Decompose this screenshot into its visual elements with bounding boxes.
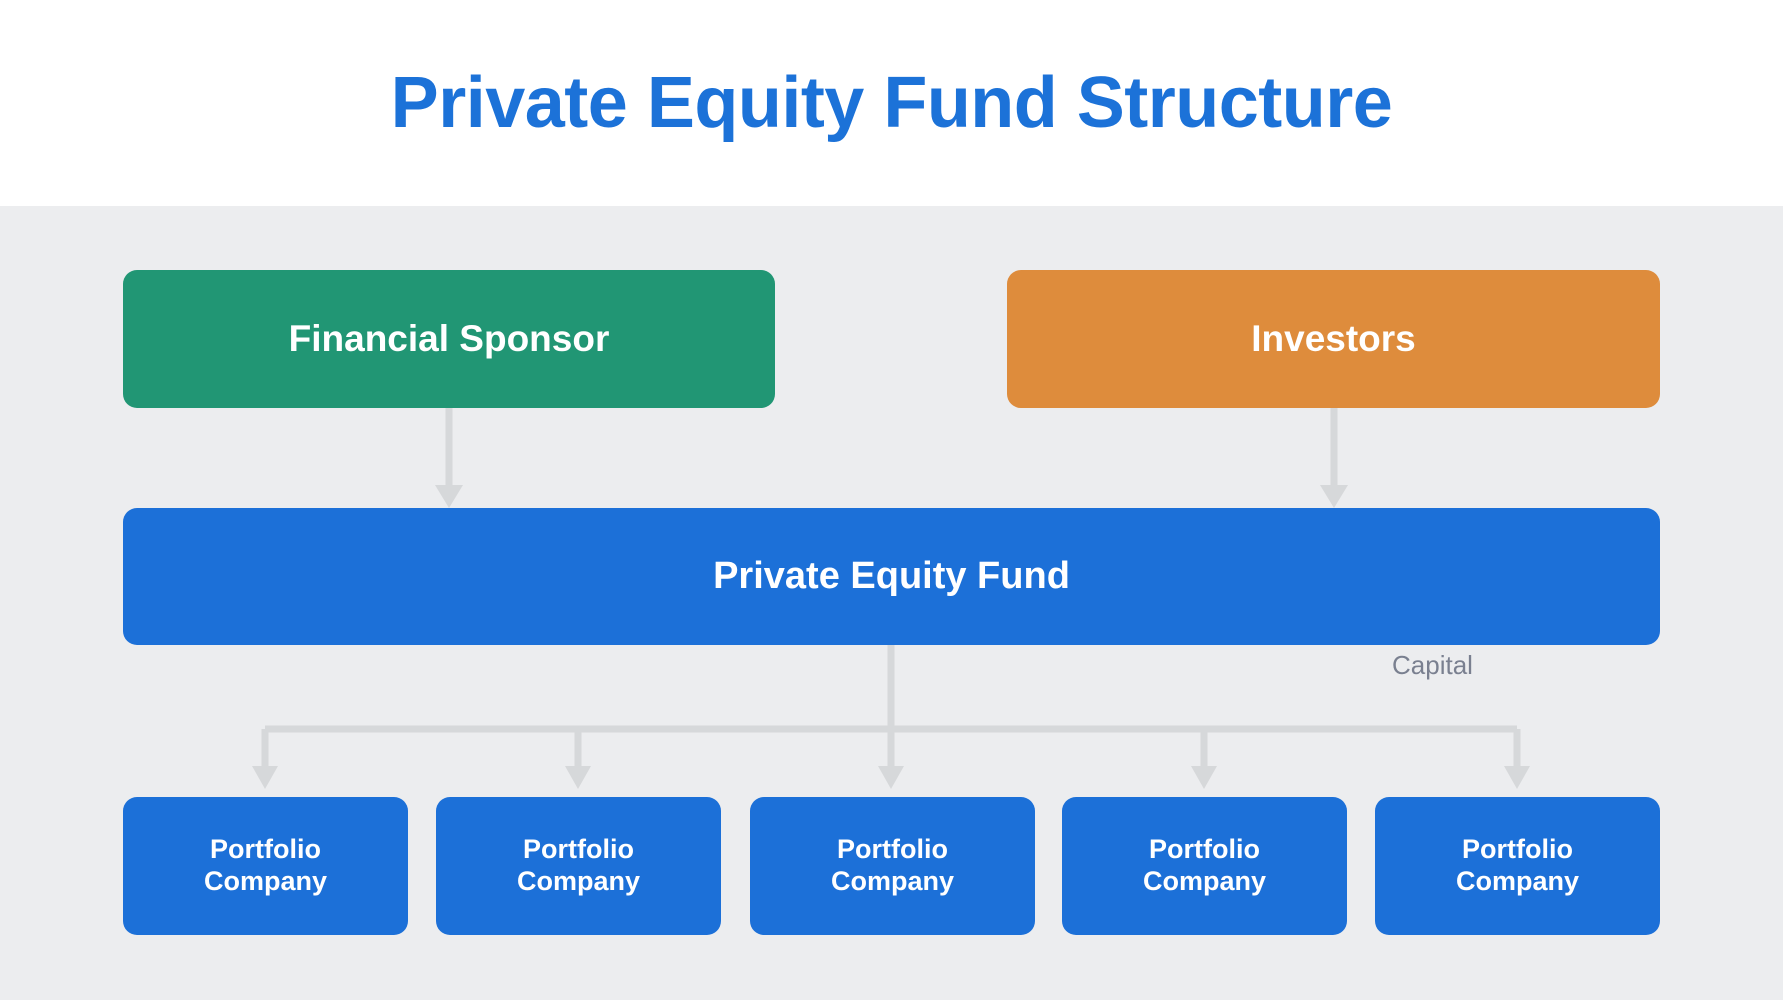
node-portfolio-company-line2: Company xyxy=(1455,866,1580,896)
edge-bus-to-portfolio-3 xyxy=(1191,729,1217,789)
node-portfolio-company-line2: Company xyxy=(830,866,955,896)
node-portfolio-company[interactable]: Portfolio Company xyxy=(436,797,721,935)
node-portfolio-company-line1: Portfolio xyxy=(837,834,948,865)
node-private-equity-fund[interactable]: Private Equity Fund xyxy=(123,508,1660,645)
page-title: Private Equity Fund Structure xyxy=(390,63,1393,143)
node-portfolio-company-line2: Company xyxy=(516,866,641,896)
edge-bus-to-portfolio-0 xyxy=(252,729,278,789)
edge-bus-to-portfolio-2 xyxy=(878,729,904,789)
node-portfolio-company[interactable]: Portfolio Company xyxy=(1062,797,1347,935)
node-financial-sponsor-label: Financial Sponsor xyxy=(288,318,610,360)
node-portfolio-company-line1: Portfolio xyxy=(523,834,634,865)
node-portfolio-company[interactable]: Portfolio Company xyxy=(750,797,1035,935)
node-portfolio-company-line1: Portfolio xyxy=(1149,834,1260,865)
node-financial-sponsor[interactable]: Financial Sponsor xyxy=(123,270,775,408)
node-portfolio-company[interactable]: Portfolio Company xyxy=(1375,797,1660,935)
node-portfolio-company[interactable]: Portfolio Company xyxy=(123,797,408,935)
node-investors-label: Investors xyxy=(1251,318,1416,360)
edge-bus-to-portfolio-4 xyxy=(1504,729,1530,789)
node-portfolio-company-line2: Company xyxy=(1142,866,1267,896)
edge-investors-to-fund xyxy=(1320,408,1348,508)
node-portfolio-company-line2: Company xyxy=(203,866,328,896)
edge-fund-to-bus xyxy=(265,645,1517,733)
header-band: Private Equity Fund Structure xyxy=(0,0,1783,206)
node-private-equity-fund-label: Private Equity Fund xyxy=(713,555,1070,598)
node-investors[interactable]: Investors xyxy=(1007,270,1660,408)
edge-sponsor-to-fund xyxy=(435,408,463,508)
edge-bus-to-portfolio-1 xyxy=(565,729,591,789)
edge-label-capital: Capital xyxy=(1392,650,1473,680)
node-portfolio-company-line1: Portfolio xyxy=(210,834,321,865)
node-portfolio-company-line1: Portfolio xyxy=(1462,834,1573,865)
diagram-body: Financial Sponsor Investors Capital Priv… xyxy=(0,206,1783,1000)
